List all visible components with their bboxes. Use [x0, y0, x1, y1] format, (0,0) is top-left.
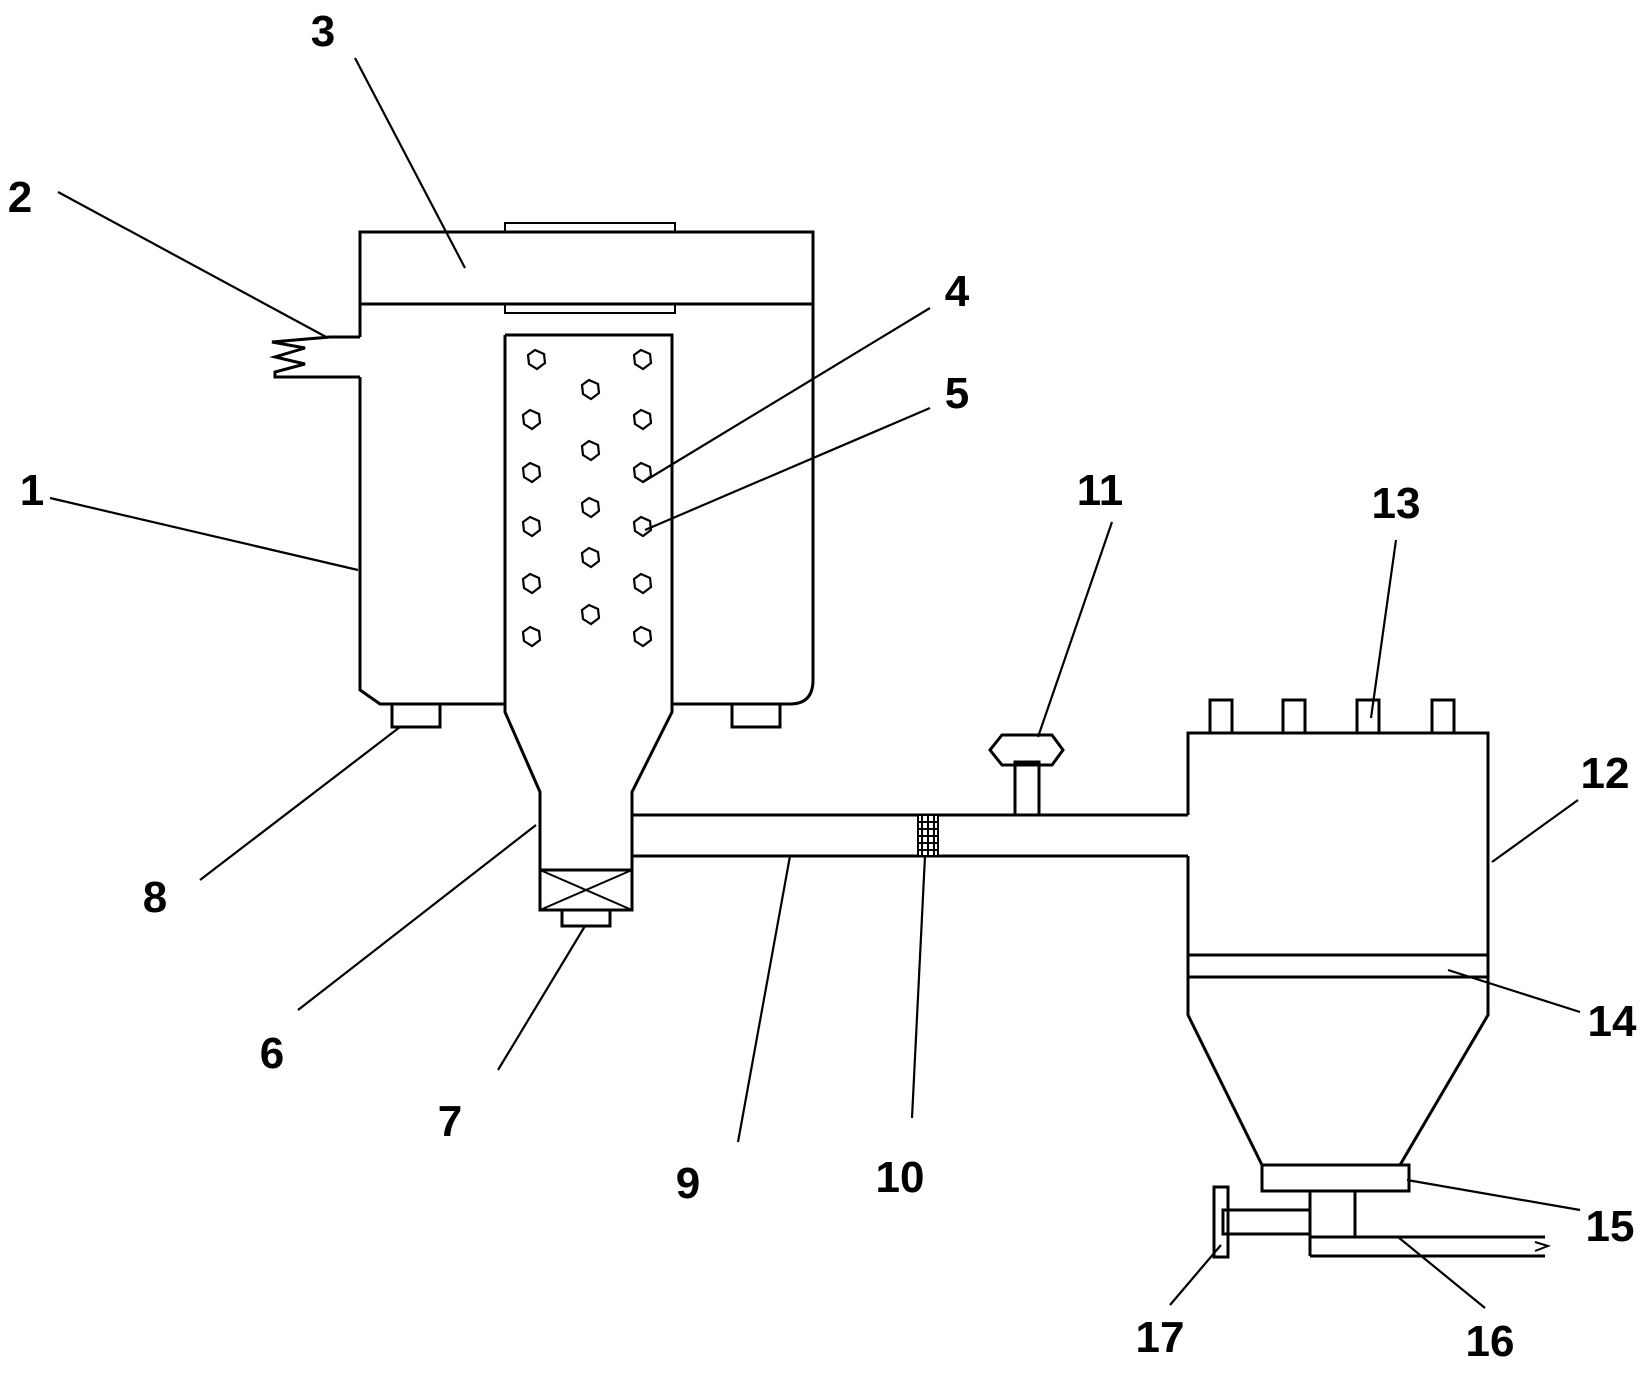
valve-handle	[1212, 1185, 1230, 1259]
top-port-4	[1430, 698, 1456, 735]
foot-left	[390, 702, 442, 729]
foot-right	[730, 702, 782, 729]
filter-plate	[1188, 953, 1488, 979]
top-port-2	[1281, 698, 1307, 735]
label-12: 13	[1372, 479, 1421, 528]
drain-valve	[538, 815, 634, 928]
part-labels: 1 2 3 4 5 6 7 8 9 10 11 13 12 14 15 16 1…	[8, 7, 1637, 1366]
label-4: 4	[945, 267, 970, 316]
label-17: 17	[1136, 1313, 1185, 1362]
valve-stem	[1221, 1208, 1312, 1236]
discharge-pipe	[1308, 1191, 1545, 1258]
leader-lines	[49, 57, 1581, 1309]
tank-body	[269, 222, 815, 729]
outlet-flange	[1260, 1163, 1411, 1193]
top-port-3	[1355, 698, 1381, 735]
label-6: 6	[260, 1029, 284, 1078]
label-15: 15	[1586, 1202, 1635, 1251]
label-10: 10	[876, 1153, 925, 1202]
label-16: 16	[1466, 1317, 1515, 1366]
pressure-valve	[988, 733, 1065, 817]
tank-right-wall	[672, 304, 815, 706]
lid-top-plate	[504, 222, 676, 233]
label-1: 1	[20, 466, 44, 515]
label-8: 8	[143, 873, 167, 922]
tank-lid	[358, 230, 815, 306]
lid-bottom-plate	[504, 303, 676, 314]
label-7: 7	[438, 1097, 462, 1146]
top-port-1	[1208, 698, 1234, 735]
label-13: 12	[1581, 749, 1630, 798]
label-14: 14	[1588, 997, 1637, 1046]
label-11: 11	[1077, 466, 1124, 515]
valve-cap	[560, 908, 612, 928]
inlet-pipe	[269, 335, 360, 379]
perforation-holes	[521, 348, 653, 648]
label-5: 5	[945, 369, 969, 418]
label-2: 2	[8, 173, 32, 222]
tank-left-wall	[358, 304, 505, 706]
label-9: 9	[676, 1159, 700, 1208]
label-3: 3	[311, 7, 335, 56]
collection-tank	[1186, 698, 1552, 1259]
inner-cylinder	[503, 333, 674, 850]
connecting-pipe	[632, 813, 1188, 858]
